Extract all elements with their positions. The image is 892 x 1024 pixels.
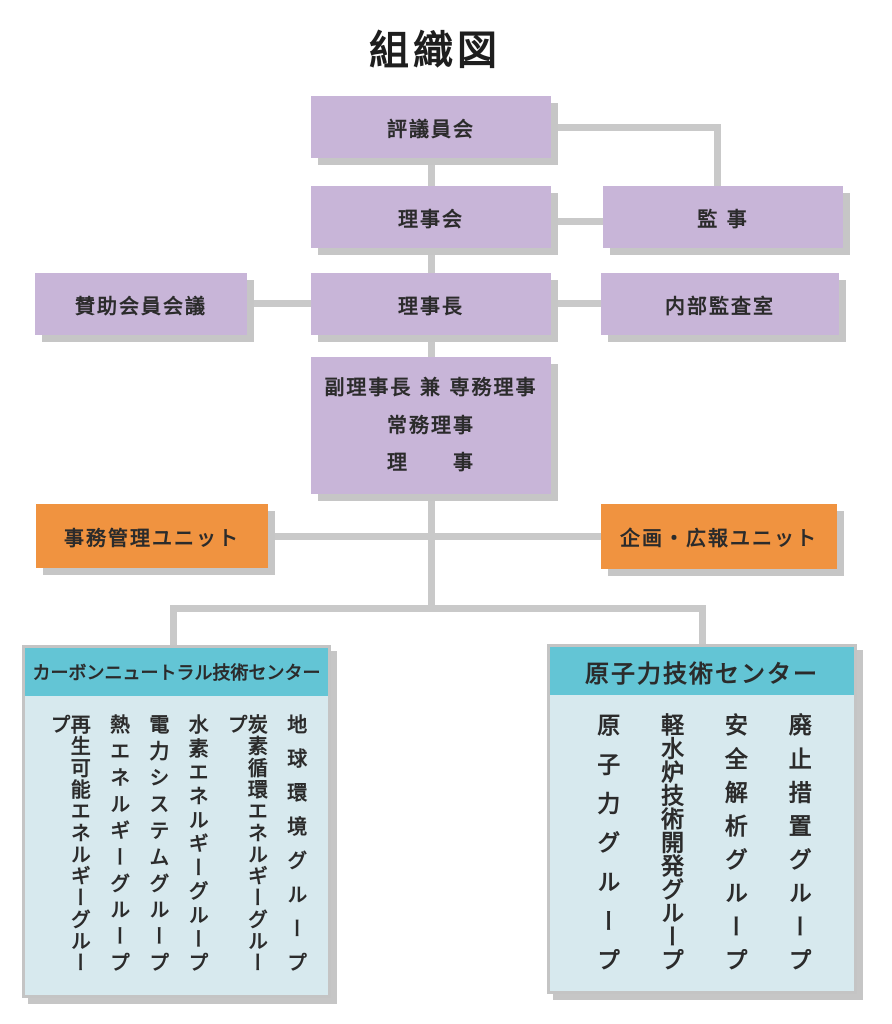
connector-council-board <box>428 158 435 190</box>
center-carbon-neutral-groups: 地球環境グループ 炭素循環エネルギーグループ 水素エネルギーグループ 電力システ… <box>25 696 328 995</box>
center-nuclear-groups: 廃止措置グループ 安全解析グループ 軽水炉技術開発グループ 原子力グループ <box>550 695 854 991</box>
box-president: 理事長 <box>311 273 551 335</box>
box-supporting-members: 賛助会員会議 <box>35 273 247 335</box>
page-title: 組織図 <box>369 29 501 73</box>
box-executives: 副理事長 兼 専務理事 常務理事 理 事 <box>311 357 551 494</box>
group-item: 炭素循環エネルギーグループ <box>224 714 267 972</box>
box-internal-audit-label: 内部監査室 <box>665 295 775 318</box>
box-supporting-members-label: 賛助会員会議 <box>75 295 207 318</box>
connector-council-auditor-v <box>714 124 721 188</box>
center-carbon-neutral-title: カーボンニュートラル技術センター <box>25 648 328 696</box>
box-auditor: 監 事 <box>603 186 843 248</box>
center-carbon-neutral: カーボンニュートラル技術センター 地球環境グループ 炭素循環エネルギーグループ … <box>22 645 331 998</box>
box-admin-unit-label: 事務管理ユニット <box>64 527 240 550</box>
box-board: 理事会 <box>311 186 551 248</box>
box-auditor-label: 監 事 <box>697 208 749 231</box>
group-item: 原子力グループ <box>593 713 620 971</box>
connector-units <box>268 533 601 540</box>
box-president-label: 理事長 <box>398 295 464 318</box>
group-item: 電力システムグループ <box>145 714 168 972</box>
box-council-label: 評議員会 <box>387 118 475 141</box>
executives-line-2: 常務理事 <box>387 414 475 437</box>
box-council: 評議員会 <box>311 96 551 158</box>
group-item: 廃止措置グループ <box>785 713 812 971</box>
connector-president-internal-audit <box>551 300 601 307</box>
connector-executives-centers <box>428 480 435 612</box>
box-planning-pr-unit: 企画・広報ユニット <box>601 504 837 569</box>
connector-carbon-center-drop <box>170 605 177 647</box>
connector-president-executives <box>428 335 435 358</box>
connector-board-president <box>428 248 435 275</box>
group-item: 地球環境グループ <box>283 714 306 972</box>
executives-line-3: 理 事 <box>387 451 475 474</box>
group-item: 安全解析グループ <box>721 713 748 971</box>
group-item: 熱エネルギーグループ <box>106 714 129 972</box>
group-item: 軽水炉技術開発グループ <box>657 713 684 971</box>
connector-council-auditor-h <box>551 124 721 131</box>
box-planning-pr-unit-label: 企画・広報ユニット <box>620 528 818 550</box>
connector-supporting-president <box>247 300 311 307</box>
connector-nuclear-center-drop <box>699 605 706 646</box>
center-nuclear: 原子力技術センター 廃止措置グループ 安全解析グループ 軽水炉技術開発グループ … <box>547 644 857 994</box>
executives-line-1: 副理事長 兼 専務理事 <box>324 377 538 400</box>
group-item: 再生可能エネルギーグループ <box>47 714 90 972</box>
group-item: 水素エネルギーグループ <box>185 714 208 972</box>
center-nuclear-title: 原子力技術センター <box>550 647 854 695</box>
box-board-label: 理事会 <box>398 208 464 231</box>
box-admin-unit: 事務管理ユニット <box>36 504 268 568</box>
box-internal-audit: 内部監査室 <box>601 273 839 335</box>
connector-centers-bar <box>170 605 706 612</box>
connector-board-auditor <box>551 218 603 225</box>
